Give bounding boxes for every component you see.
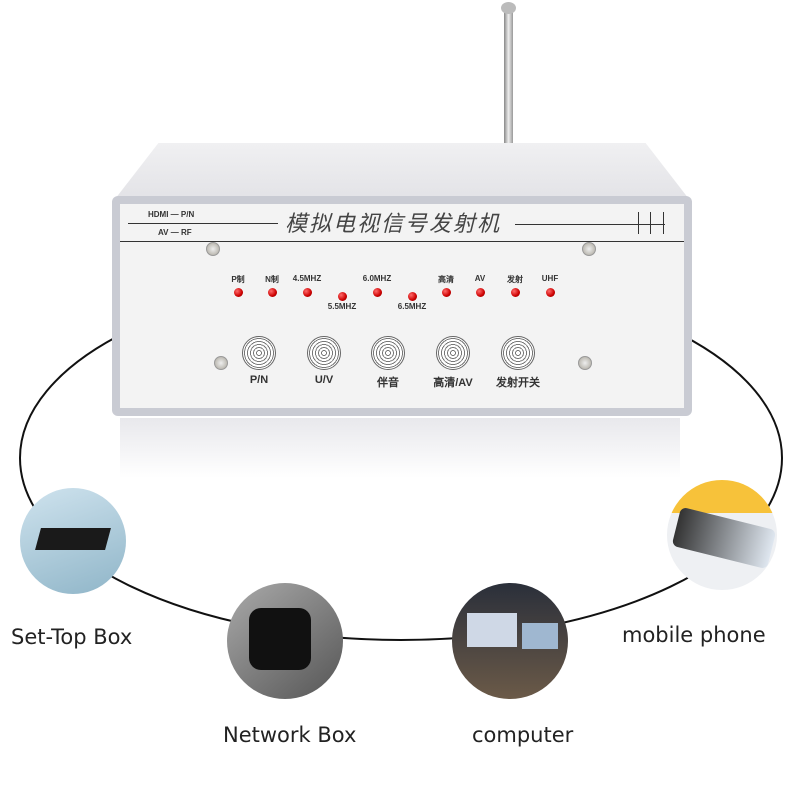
label-computer: computer bbox=[472, 723, 574, 747]
push-button[interactable] bbox=[436, 336, 470, 370]
indicator-label: AV bbox=[474, 274, 486, 283]
indicator-led bbox=[234, 288, 243, 297]
panel-header: HDMI — P/N AV — RF 模拟电视信号发射机 bbox=[120, 204, 684, 242]
device-top bbox=[112, 143, 692, 203]
indicator-label: N制 bbox=[265, 275, 279, 284]
transmitter-device: HDMI — P/N AV — RF 模拟电视信号发射机 P制 N制 4.5MHZ 5… bbox=[112, 196, 692, 416]
computer-photo bbox=[452, 583, 568, 699]
label-network-box: Network Box bbox=[223, 723, 357, 747]
indicator-label: P制 bbox=[231, 275, 245, 284]
indicator-led bbox=[303, 288, 312, 297]
label-mobile-phone: mobile phone bbox=[622, 623, 766, 647]
indicator-led bbox=[338, 292, 347, 301]
indicator-label: 6.0MHZ bbox=[362, 274, 392, 283]
button-label: 高清/AV bbox=[433, 377, 473, 389]
indicator-led bbox=[476, 288, 485, 297]
button-label: P/N bbox=[249, 374, 269, 386]
push-button[interactable] bbox=[371, 336, 405, 370]
indicator-label: UHF bbox=[541, 274, 559, 283]
network-box-photo bbox=[227, 583, 343, 699]
screw bbox=[214, 356, 228, 370]
set-top-box-photo bbox=[20, 488, 126, 594]
indicator-label: 6.5MHZ bbox=[397, 302, 427, 311]
indicator-led bbox=[442, 288, 451, 297]
screw bbox=[206, 242, 220, 256]
indicator-led bbox=[268, 288, 277, 297]
indicator-label: 4.5MHZ bbox=[292, 274, 322, 283]
antenna bbox=[504, 8, 513, 148]
button-label: 伴音 bbox=[377, 377, 399, 389]
header-hdmi: HDMI — P/N bbox=[148, 210, 195, 219]
indicator-label: 高清 bbox=[438, 275, 454, 284]
push-button[interactable] bbox=[501, 336, 535, 370]
antenna-tip bbox=[501, 2, 516, 14]
antenna-symbol-icon bbox=[638, 212, 664, 234]
push-button[interactable] bbox=[307, 336, 341, 370]
indicator-led bbox=[511, 288, 520, 297]
device-title: 模拟电视信号发射机 bbox=[285, 212, 502, 237]
device-reflection bbox=[120, 418, 680, 478]
indicator-label: 发射 bbox=[507, 275, 523, 284]
label-set-top-box: Set-Top Box bbox=[11, 625, 133, 649]
indicator-led bbox=[373, 288, 382, 297]
mobile-phone-photo bbox=[667, 480, 777, 590]
indicator-led bbox=[408, 292, 417, 301]
screw bbox=[578, 356, 592, 370]
button-label: 发射开关 bbox=[496, 377, 540, 389]
screw bbox=[582, 242, 596, 256]
button-label: U/V bbox=[314, 374, 334, 386]
indicator-led bbox=[546, 288, 555, 297]
header-av: AV — RF bbox=[158, 228, 192, 237]
indicator-label: 5.5MHZ bbox=[327, 302, 357, 311]
push-button[interactable] bbox=[242, 336, 276, 370]
